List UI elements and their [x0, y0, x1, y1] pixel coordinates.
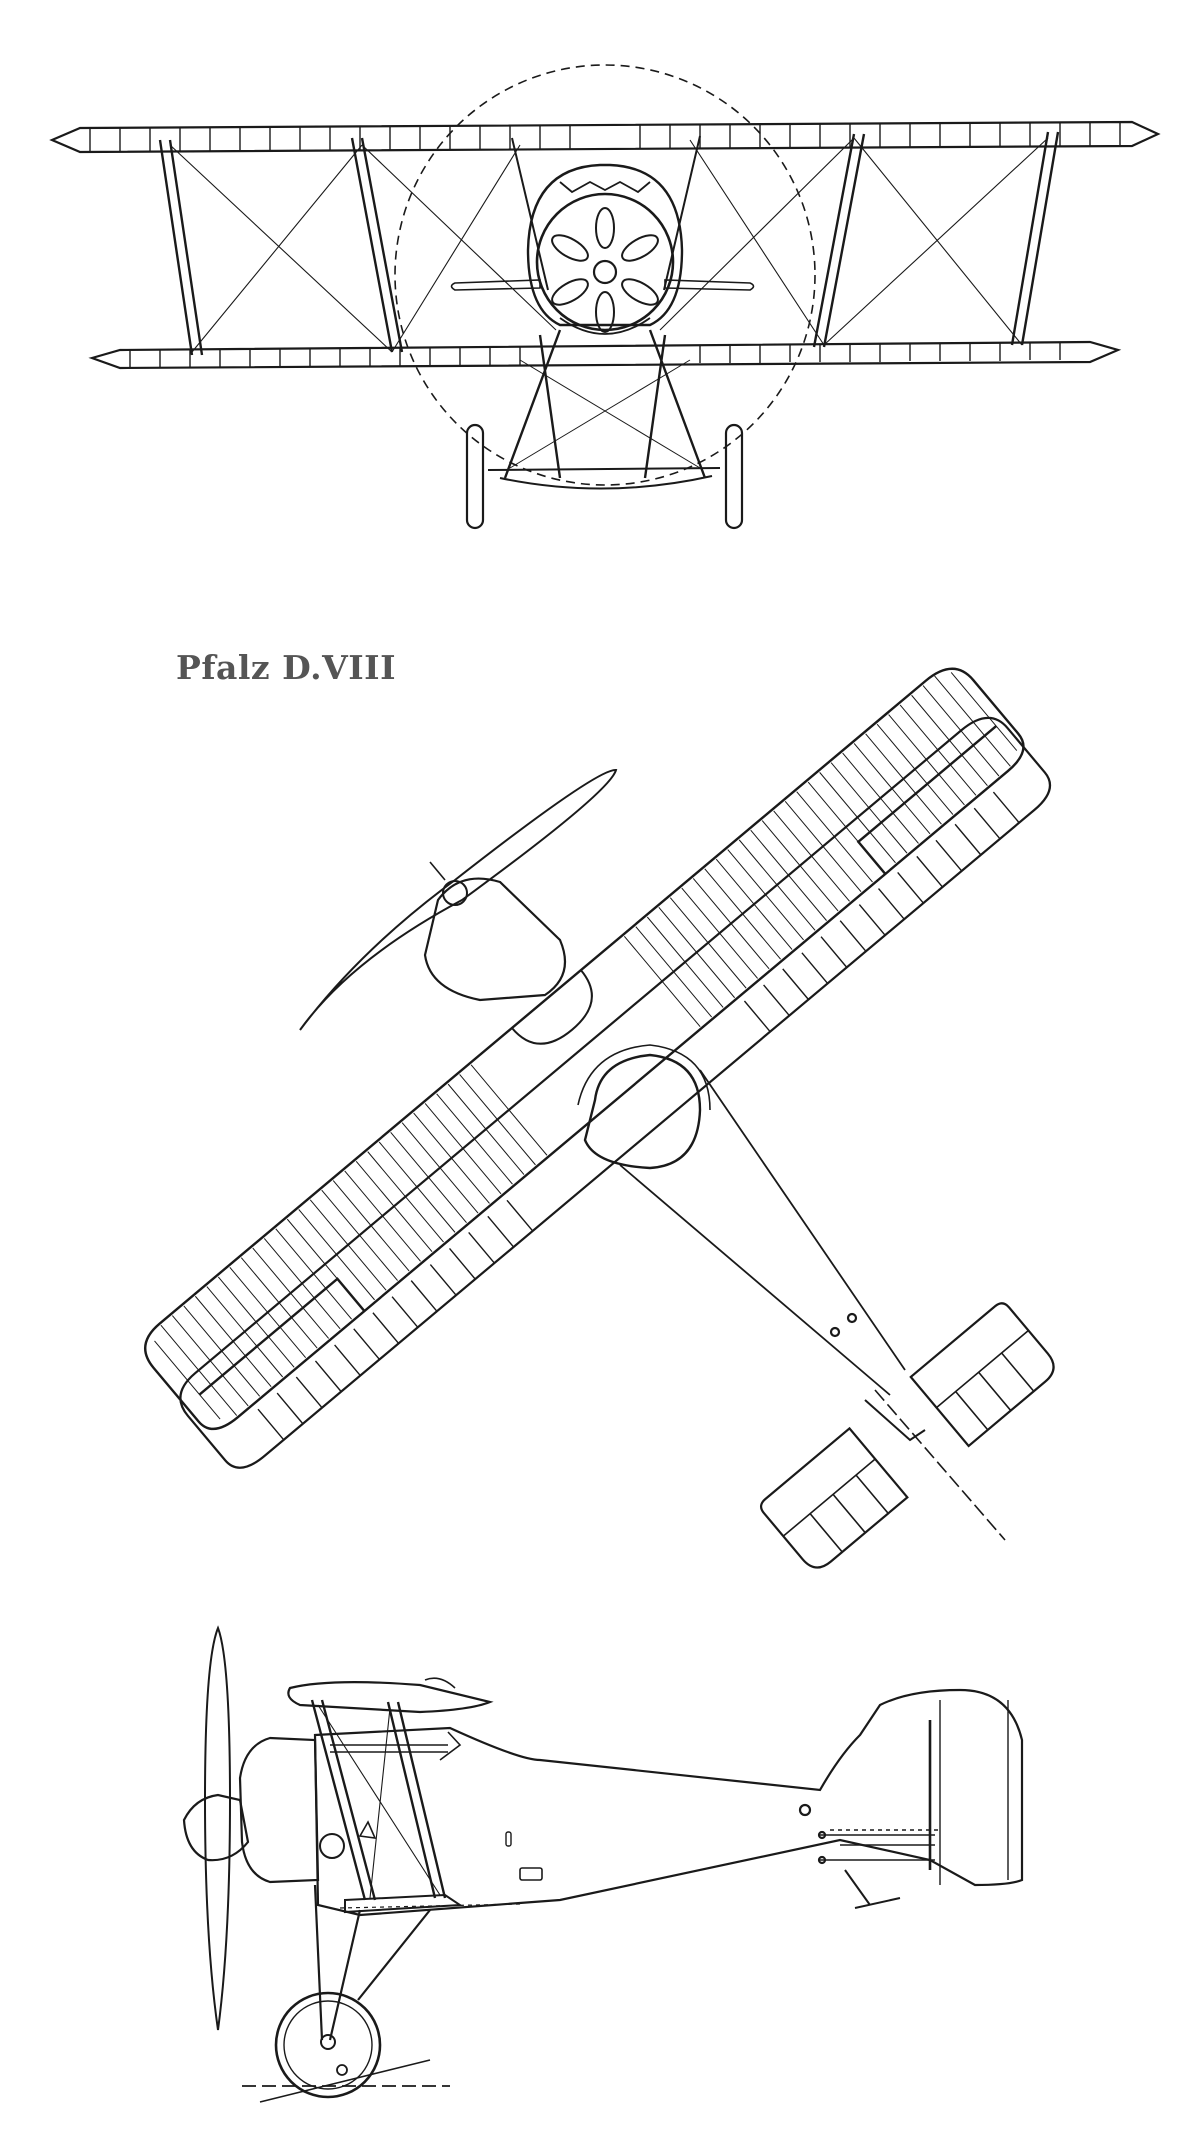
fuselage-hatch	[798, 1803, 812, 1817]
rear-fuselage-plan	[619, 1069, 906, 1396]
rudder-plan	[864, 1399, 926, 1442]
axle	[487, 467, 721, 490]
rotary-engine-front	[535, 192, 675, 332]
propeller-side	[203, 1625, 232, 2031]
fuselage-side	[313, 1688, 1024, 1917]
bracing-wires	[169, 137, 1049, 353]
tailskid	[844, 1869, 901, 1909]
windscreen-side	[439, 1731, 462, 1761]
nose-cowling	[526, 163, 684, 327]
gun-barrels-side	[330, 1744, 448, 1753]
lower-wing-ribs	[129, 342, 1061, 368]
fuselage-roundel	[319, 1833, 345, 1859]
centreline-plan	[874, 1389, 1006, 1541]
left-inner-strut	[350, 137, 404, 353]
cockpit-coaming	[577, 1044, 711, 1111]
top-view	[144, 667, 1055, 1569]
machine-guns-front	[559, 180, 651, 194]
tailplane-side	[820, 1834, 935, 1861]
wheel-side	[274, 1991, 382, 2099]
propeller-arc	[394, 64, 816, 486]
fuselage-underside	[559, 317, 651, 335]
propeller-hub	[592, 259, 618, 285]
nose-plan	[423, 877, 567, 1002]
front-view	[49, 64, 1161, 530]
wheel-bolt	[336, 2064, 348, 2076]
upper-wing-front	[49, 120, 1161, 154]
cowling-side	[238, 1736, 320, 1884]
cabane-struts	[511, 135, 701, 291]
undercarriage-side	[313, 1884, 431, 2041]
tail-hinge-b	[817, 1855, 827, 1865]
right-inner-strut	[812, 133, 866, 348]
lower-wing-front	[88, 340, 1122, 370]
side-view	[182, 1625, 1024, 2103]
upper-wing-side	[287, 1681, 494, 1714]
step-plate	[519, 1867, 543, 1881]
rudder-hinge	[939, 1700, 1009, 1885]
engine-cylinders	[551, 207, 659, 333]
vent	[505, 1831, 512, 1847]
propeller-plan	[299, 768, 618, 1031]
prop-axis-mark	[429, 861, 446, 881]
upper-wing-ribs	[89, 122, 1121, 152]
fuselage-detail-a	[829, 1326, 841, 1338]
tail-hinge-a	[817, 1830, 827, 1840]
lower-longeron-dashed	[339, 1903, 521, 1909]
tailplane-plan	[759, 1302, 1055, 1569]
undercarriage-wires	[509, 359, 701, 469]
left-outer-strut	[158, 139, 204, 356]
tailplane-front	[450, 279, 755, 291]
right-outer-strut	[1010, 131, 1060, 346]
bracing-wires-side	[317, 1704, 441, 1899]
right-wheel-front	[724, 423, 744, 530]
lower-wing-plan	[179, 716, 1052, 1469]
cockpit-plan	[583, 1053, 702, 1170]
interplane-struts-side	[310, 1699, 447, 1901]
fuselage-mark	[358, 1820, 377, 1839]
aircraft-title: Pfalz D.VIII	[176, 648, 397, 687]
wheel-rim	[283, 2000, 373, 2090]
spinner-side	[182, 1793, 250, 1862]
left-wheel-front	[465, 423, 485, 530]
undercarriage-struts	[503, 329, 707, 479]
wheel-hub-side	[320, 2034, 336, 2050]
fuselage-detail-b	[846, 1312, 858, 1324]
upper-wing-plan	[144, 667, 1025, 1430]
ground-angle-line	[259, 2059, 431, 2103]
wing-fairing	[424, 1677, 456, 1689]
